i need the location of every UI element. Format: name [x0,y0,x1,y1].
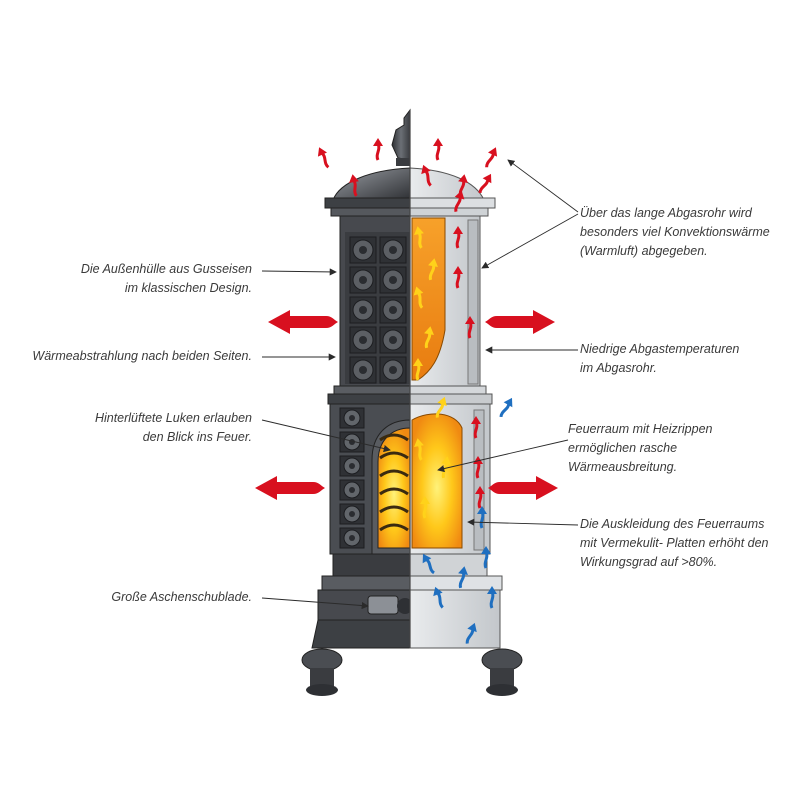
door-knob-ornament [339,479,365,501]
rosette-ornament [349,326,377,354]
rosette-ornament [349,296,377,324]
window-grille-bar [379,523,409,532]
cold-air-arrows [422,397,513,644]
door-knob-ornament [339,407,365,429]
radiation-arrows [255,310,558,500]
cold-air-arrow [433,586,444,609]
cutaway-half [409,167,523,696]
rosette-ornament [379,236,407,264]
hot-air-arrow [317,147,330,169]
leader-flue-pipe [507,159,579,213]
cold-air-arrow [499,397,513,418]
rosette-ornament [349,236,377,264]
door-knob-ornament [339,455,365,477]
hot-air-arrow [453,266,463,289]
cast-iron-half [301,108,413,696]
flue-gas-arrow [424,326,434,349]
label-flue-pipe-line-2: besonders viel Konvektionswärme [580,225,770,239]
window-grille-bar [379,433,409,442]
hot-air-arrow [473,456,483,479]
label-lining-line-2: mit Vermekulit- Platten erhöht den [580,536,769,550]
cold-air-arrow [465,622,477,644]
label-outer-shell-line-2: im klassischen Design. [124,281,252,295]
label-flue-pipe: Über das lange Abgasrohr wird besonders … [580,204,770,261]
window-grille-bar [379,451,409,460]
leader-flue-pipe-2 [481,213,579,269]
leader-ash-drawer [261,597,369,610]
rosette-ornament [379,326,407,354]
door-knob-ornament [339,527,365,549]
flue-gas-arrow [414,438,424,461]
label-lining-line-1: Die Auskleidung des Feuerraums [580,517,765,531]
label-firebox-line-3: Wärmeausbreitung. [568,460,678,474]
rosette-ornament [349,356,377,384]
radiation-arrow-right-lower [488,476,558,500]
hot-air-arrow [453,226,463,249]
hot-air-arrow [421,164,432,187]
radiation-arrow-left-lower [255,476,325,500]
cold-air-arrow [487,586,497,609]
label-lining-line-3: Wirkungsgrad auf >80%. [580,555,718,569]
hot-air-arrow [485,147,498,168]
hot-air-arrow [465,316,475,339]
window-grille-bar [379,469,409,478]
label-flue-pipe-line-1: Über das lange Abgasrohr wird [580,206,752,220]
window-grille-bar [379,487,409,496]
cold-air-arrow [422,553,435,575]
door-knob-ornament [339,503,365,525]
cold-air-arrow [481,546,491,569]
label-flue-pipe-line-3: (Warmluft) abgegeben. [580,244,708,258]
label-low-temp-line-1: Niedrige Abgastemperaturen [580,342,740,356]
rosette-ornament [379,356,407,384]
hot-air-arrow [471,416,481,439]
label-firebox-line-1: Feuerraum mit Heizrippen [568,422,713,436]
label-firebox: Feuerraum mit Heizrippen ermöglichen ras… [568,420,713,477]
window-grille-bar [379,505,409,514]
label-firebox-line-2: ermöglichen rasche [568,441,678,455]
flue-gas-arrow [420,496,430,519]
label-outer-shell: Die Außenhülle aus Gusseisen im klassisc… [81,260,252,298]
leader-outer-shell [261,268,337,276]
flue-gas-arrow [413,286,424,309]
cold-air-arrow [458,566,468,589]
label-lining: Die Auskleidung des Feuerraums mit Verme… [580,515,769,572]
label-hatches: Hinterlüftete Luken erlauben den Blick i… [95,409,252,447]
leader-lines [261,159,579,610]
label-ash-drawer: Große Aschenschublade. [111,588,252,607]
label-radiation: Wärmeabstrahlung nach beiden Seiten. [32,347,252,366]
cold-air-arrow [477,506,487,529]
label-radiation-line-1: Wärmeabstrahlung nach beiden Seiten. [32,349,252,363]
flue-gas-arrows [413,226,451,519]
leader-firebox [437,439,569,473]
label-hatches-line-1: Hinterlüftete Luken erlauben [94,411,252,425]
label-hatches-line-2: den Blick ins Feuer. [142,430,252,444]
door-knob-ornament [339,431,365,453]
flue-gas-arrow [441,456,451,479]
flue-gas-arrow [428,258,438,281]
label-outer-shell-line-1: Die Außenhülle aus Gusseisen [80,262,252,276]
radiation-arrow-right-upper [485,310,555,334]
leader-hatches [261,419,391,453]
hot-air-arrow [475,486,485,509]
hot-air-arrow [349,174,359,197]
hot-air-arrow [433,138,443,161]
rosette-ornament [379,266,407,294]
flue-gas-arrow [414,226,424,249]
hot-air-arrow [373,138,383,161]
leader-lining [467,518,579,526]
radiation-arrow-left-upper [268,310,338,334]
hot-air-arrow [454,190,465,213]
rosette-ornament [379,296,407,324]
hot-air-arrows [317,138,498,509]
hot-air-arrow [478,173,492,194]
rosette-ornament [349,266,377,294]
flue-gas-arrow [413,358,423,381]
flue-gas-arrow [435,396,447,418]
label-low-temp-line-2: im Abgasrohr. [580,361,657,375]
label-ash-drawer-line-1: Große Aschenschublade. [111,590,252,604]
label-low-temp: Niedrige Abgastemperaturen im Abgasrohr. [580,340,739,378]
